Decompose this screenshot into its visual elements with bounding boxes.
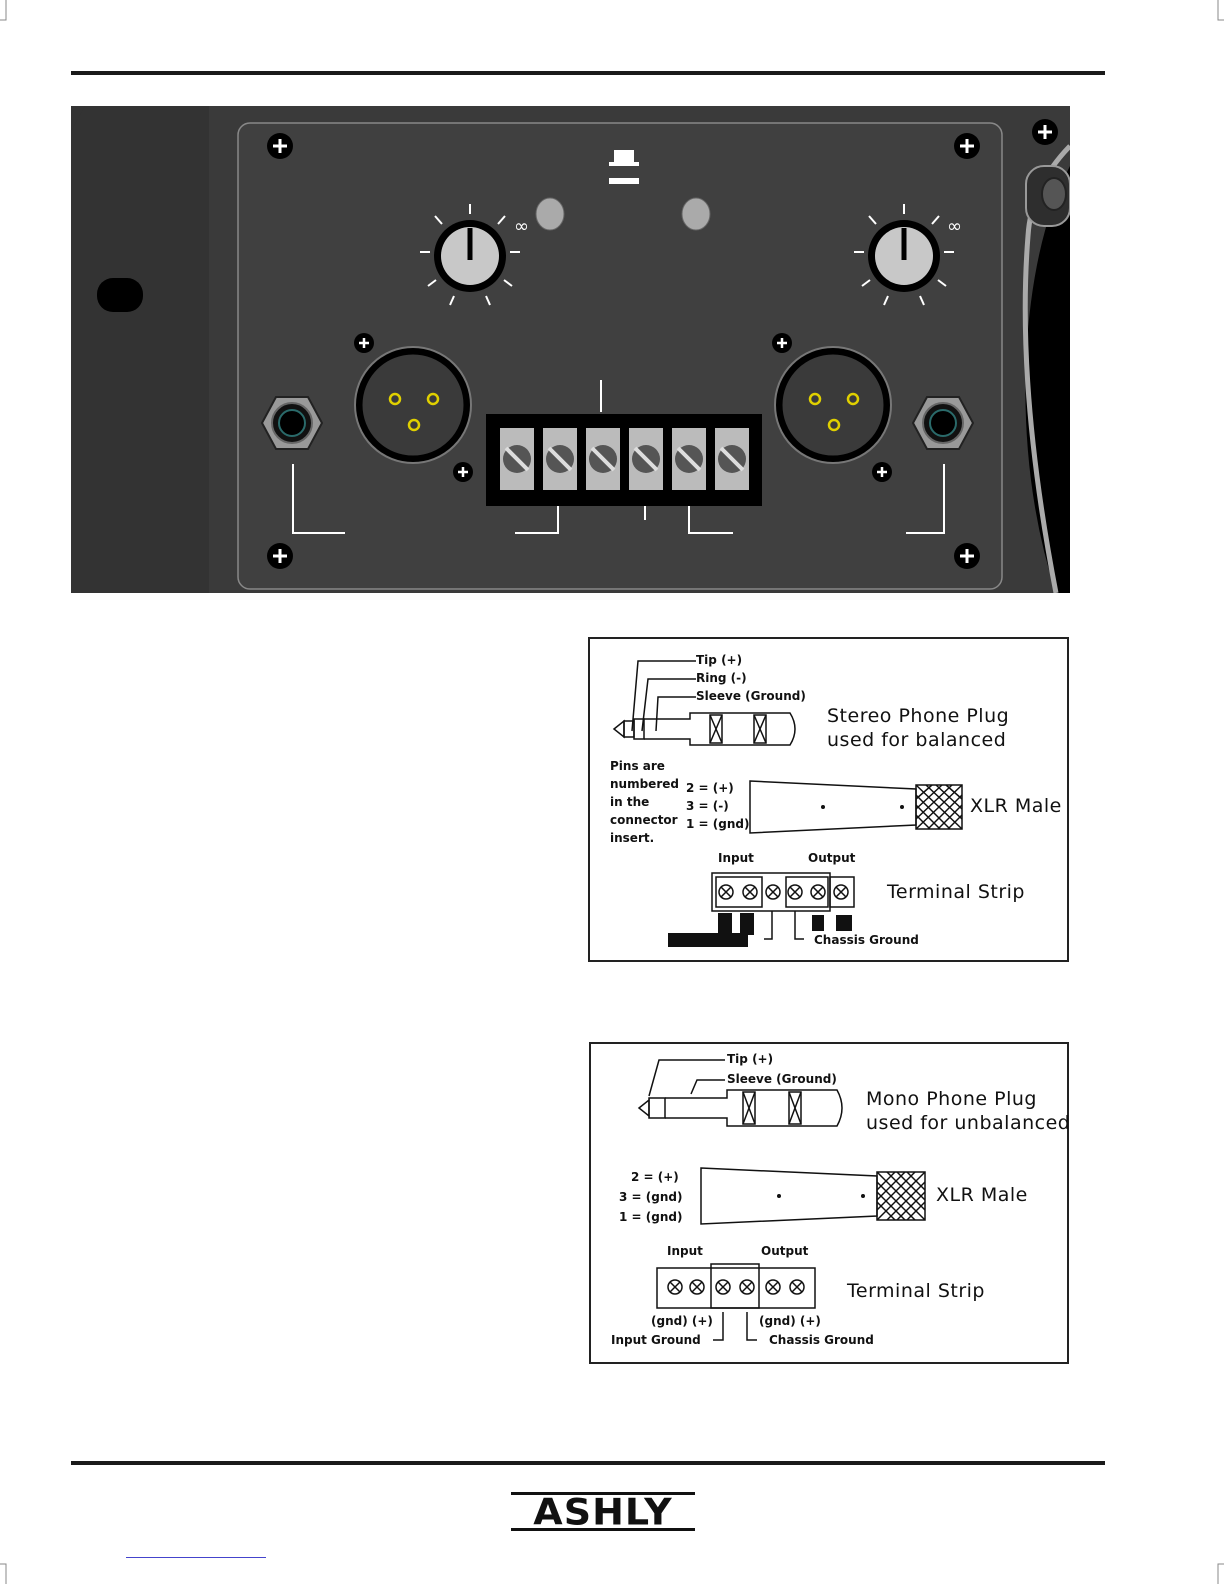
- callout-lines: [292, 380, 945, 534]
- input-label: Input: [718, 851, 754, 865]
- left-xlr-input: [354, 346, 472, 464]
- footer-link-underline[interactable]: [126, 1557, 266, 1558]
- terminal-strip-label: Terminal Strip: [887, 881, 1025, 903]
- sleeve-label: Sleeve (Ground): [696, 689, 806, 703]
- infinity-label-left: ∞: [514, 216, 529, 237]
- crop-mark-top-left: [0, 0, 7, 21]
- pin1-label: 1 = (gnd): [686, 817, 750, 831]
- ashly-logo: ASHLY: [511, 1492, 695, 1532]
- terminal-screws: [500, 428, 749, 490]
- input-ground-label: Input Ground: [611, 1333, 701, 1347]
- tip-label: Tip (+): [727, 1052, 774, 1066]
- pin3-label: 3 = (-): [686, 799, 729, 813]
- output-label: Output: [761, 1244, 809, 1258]
- plug-title-line1: Stereo Phone Plug: [827, 705, 1010, 727]
- input-label: Input: [667, 1244, 703, 1258]
- plug-title-line2: used for balanced: [827, 729, 1007, 751]
- pin3-label: 3 = (gnd): [619, 1190, 683, 1204]
- led-left: [535, 197, 565, 231]
- rear-panel-illustration: ∞ ∞: [71, 106, 1070, 593]
- pin1-label: 1 = (gnd): [619, 1210, 683, 1224]
- header-rule: [71, 71, 1105, 75]
- output-label: Output: [808, 851, 856, 865]
- pins-note: Pins are numbered in the connector inser…: [610, 759, 679, 845]
- xlr-label: XLR Male: [970, 795, 1062, 817]
- plug-title-line2: used for unbalanced: [866, 1112, 1071, 1134]
- output-polarity-label: (gnd) (+): [759, 1314, 821, 1328]
- crop-mark-top-right: [1217, 0, 1224, 21]
- input-polarity-label: (gnd) (+): [651, 1314, 713, 1328]
- logo-text: ASHLY: [533, 1491, 673, 1533]
- left-phone-jack: [260, 396, 324, 450]
- screw-icon: [267, 119, 1058, 569]
- terminal-strip-label: Terminal Strip: [847, 1280, 985, 1302]
- footer-rule: [71, 1461, 1105, 1465]
- chassis-ground-label: Chassis Ground: [769, 1333, 874, 1347]
- rear-plate: [237, 122, 1003, 590]
- pin2-label: 2 = (+): [631, 1170, 679, 1184]
- unbalanced-wiring-diagram: Tip (+) Sleeve (Ground) Mono Phone Plug …: [589, 1042, 1071, 1364]
- xlr-label: XLR Male: [936, 1184, 1028, 1206]
- right-xlr-output: [774, 346, 892, 464]
- chassis-slot: [97, 278, 143, 312]
- crop-mark-bottom-left: [0, 1563, 7, 1584]
- pin2-label: 2 = (+): [686, 781, 734, 795]
- right-phone-jack: [911, 396, 975, 450]
- tip-label: Tip (+): [696, 653, 743, 667]
- plug-title-line1: Mono Phone Plug: [866, 1088, 1037, 1110]
- chassis-ground-label: Chassis Ground: [814, 933, 919, 947]
- ring-label: Ring (-): [696, 671, 747, 685]
- led-right: [681, 197, 711, 231]
- sleeve-label: Sleeve (Ground): [727, 1072, 837, 1086]
- left-level-knob: [420, 204, 520, 306]
- crop-mark-bottom-right: [1217, 1563, 1224, 1584]
- infinity-label-right: ∞: [947, 216, 962, 237]
- right-level-knob: [854, 204, 954, 306]
- balanced-wiring-diagram: Tip (+) Ring (-) Sleeve (Ground) Stereo …: [588, 637, 1069, 962]
